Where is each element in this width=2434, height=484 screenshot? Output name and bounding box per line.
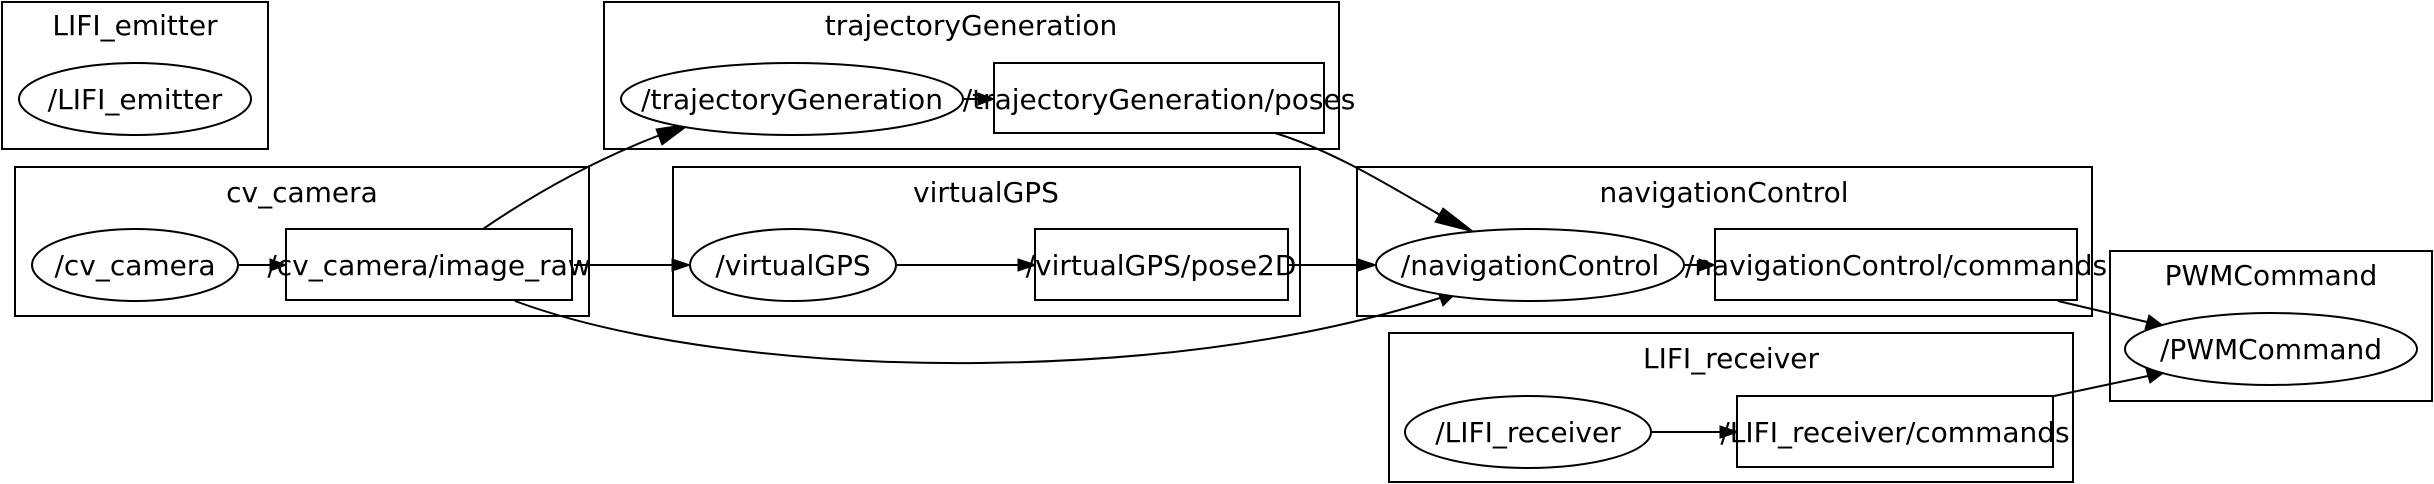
topic-label-navigation-control-commands: /navigationControl/commands: [1685, 249, 2107, 282]
edge-poses-to-navigation: [1274, 132, 1475, 233]
edge-pose2d-to-navigation: [1289, 258, 1378, 272]
edge-image-raw-to-vgps: [574, 258, 692, 272]
topic-label-virtual-gps-pose2d: /virtualGPS/pose2D: [1026, 249, 1297, 282]
node-label-lifi-receiver: /LIFI_receiver: [1435, 416, 1621, 449]
node-lifi-emitter[interactable]: /LIFI_emitter: [18, 62, 252, 136]
node-cv-camera[interactable]: /cv_camera: [31, 228, 239, 302]
node-label-virtual-gps: /virtualGPS: [715, 249, 870, 282]
node-navigation-control[interactable]: /navigationControl: [1375, 228, 1685, 302]
node-virtual-gps[interactable]: /virtualGPS: [689, 228, 897, 302]
topic-label-cv-camera-image-raw: /cv_camera/image_raw: [267, 249, 590, 282]
topic-label-trajectory-generation-poses: /trajectoryGeneration/poses: [963, 83, 1356, 116]
cluster-title-pwm-command: PWMCommand: [2165, 259, 2378, 292]
cluster-title-cv-camera: cv_camera: [226, 176, 378, 209]
topic-lifi-receiver-commands[interactable]: /LIFI_receiver/commands: [1720, 395, 2070, 468]
edge-traj-to-poses: [963, 92, 996, 106]
node-lifi-receiver[interactable]: /LIFI_receiver: [1404, 395, 1652, 469]
node-label-trajectory-generation: /trajectoryGeneration: [641, 83, 943, 116]
cluster-title-lifi-emitter: LIFI_emitter: [52, 9, 218, 42]
topic-virtual-gps-pose2d[interactable]: /virtualGPS/pose2D: [1026, 228, 1297, 301]
node-trajectory-generation[interactable]: /trajectoryGeneration: [620, 62, 964, 136]
topic-cv-camera-image-raw[interactable]: /cv_camera/image_raw: [267, 228, 591, 301]
node-label-cv-camera: /cv_camera: [54, 249, 215, 282]
cluster-title-navigation-control: navigationControl: [1599, 176, 1848, 209]
edge-lifi-receiver-to-commands: [1652, 425, 1740, 439]
cluster-title-virtual-gps: virtualGPS: [913, 176, 1059, 209]
node-label-navigation-control: /navigationControl: [1401, 249, 1659, 282]
edge-image-raw-to-traj: [482, 123, 691, 230]
cluster-title-lifi-receiver: LIFI_receiver: [1643, 342, 1820, 375]
edge-vgps-to-pose2d: [897, 258, 1038, 272]
topic-label-lifi-receiver-commands: /LIFI_receiver/commands: [1720, 416, 2069, 449]
edge-camera-to-image-raw: [238, 258, 288, 272]
topic-trajectory-generation-poses[interactable]: /trajectoryGeneration/poses: [963, 62, 1356, 134]
node-label-lifi-emitter: /LIFI_emitter: [48, 83, 223, 116]
edge-navigation-to-commands: [1684, 258, 1717, 272]
edges: [238, 92, 2168, 439]
node-label-pwm-command: /PWMCommand: [2160, 333, 2382, 366]
cluster-title-trajectory-generation: trajectoryGeneration: [825, 9, 1117, 42]
topic-navigation-control-commands[interactable]: /navigationControl/commands: [1685, 228, 2107, 301]
node-pwm-command[interactable]: /PWMCommand: [2124, 312, 2418, 386]
